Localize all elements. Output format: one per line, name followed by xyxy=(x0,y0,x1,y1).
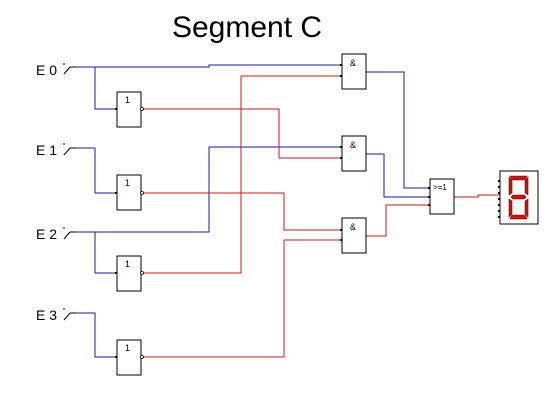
wire-e1-to-not1 xyxy=(76,147,117,194)
segment-c xyxy=(524,198,529,218)
wire-and3-out xyxy=(366,204,430,237)
and-gate-1[interactable]: & xyxy=(341,53,367,90)
wire-e3-to-not3 xyxy=(76,312,117,358)
segment-g xyxy=(510,194,527,200)
not-gate-0-label: 1 xyxy=(125,95,130,105)
and-gate-2[interactable]: & xyxy=(341,135,367,172)
segment-e xyxy=(508,198,513,218)
wire-not1-out xyxy=(141,192,342,231)
or-gate-label: >=1 xyxy=(433,183,447,192)
input-switch-e0[interactable]: E 0 xyxy=(36,62,76,78)
and-gate-3[interactable]: & xyxy=(341,217,367,254)
wire-or-out xyxy=(454,194,500,198)
wire-e2-to-not2 xyxy=(94,232,117,274)
not-gate-1-label: 1 xyxy=(125,178,130,188)
segment-a xyxy=(509,175,528,181)
not-gate-2[interactable]: 1 xyxy=(116,255,144,292)
input-switch-e1[interactable]: E 1 xyxy=(36,142,76,158)
and-gate-2-label: & xyxy=(350,140,356,150)
segment-b xyxy=(524,176,529,196)
wire-and1-out xyxy=(366,71,430,189)
wire-e0-main xyxy=(76,64,342,68)
wire-e2-main xyxy=(76,146,342,233)
wire-not2-out xyxy=(141,75,342,274)
wires-low xyxy=(141,75,500,358)
wire-and2-out xyxy=(366,153,430,198)
input-switch-e3[interactable]: E 3 xyxy=(36,307,76,323)
wire-not3-out xyxy=(141,239,342,358)
segment-d xyxy=(509,214,528,220)
not-gate-3[interactable]: 1 xyxy=(116,339,144,376)
not-gate-2-label: 1 xyxy=(125,259,130,269)
display-input-pins xyxy=(498,180,500,218)
not-gate-1[interactable]: 1 xyxy=(116,174,144,211)
and-gate-3-label: & xyxy=(350,222,356,232)
input-label-e3: E 3 xyxy=(36,307,57,323)
page-title: Segment C xyxy=(172,11,322,44)
input-switch-e2[interactable]: E 2 xyxy=(36,226,76,242)
input-label-e0: E 0 xyxy=(36,62,57,78)
pin-dots xyxy=(115,64,430,358)
input-label-e2: E 2 xyxy=(36,226,57,242)
wire-e0-to-not0 xyxy=(94,67,117,110)
not-gate-0[interactable]: 1 xyxy=(116,91,144,128)
seven-segment-display xyxy=(498,170,539,225)
input-label-e1: E 1 xyxy=(36,142,57,158)
wires-high xyxy=(76,64,430,358)
and-gate-1-label: & xyxy=(350,58,356,68)
wire-not0-out xyxy=(141,108,342,159)
segment-f xyxy=(508,176,513,196)
display-segments xyxy=(508,175,529,220)
not-gate-3-label: 1 xyxy=(125,343,130,353)
or-gate[interactable]: >=1 xyxy=(429,178,455,215)
